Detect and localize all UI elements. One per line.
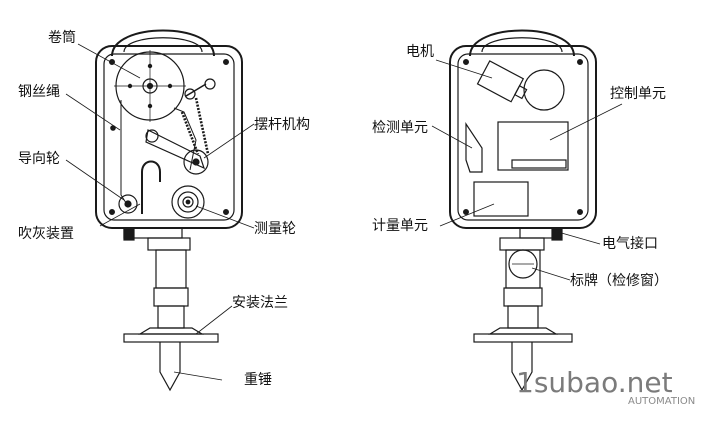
- leader-flange: [195, 305, 233, 335]
- right-screw: [463, 58, 470, 65]
- chain: [185, 83, 207, 97]
- lever-roller: [183, 149, 209, 175]
- leader-reel: [77, 43, 141, 79]
- label-weight: 重锤: [244, 372, 272, 388]
- right-flange-plate: [473, 333, 573, 343]
- right-handle: [469, 29, 575, 57]
- reel-hole: [167, 83, 173, 89]
- watermark-site: 1subao.net: [516, 366, 673, 399]
- weight: [159, 342, 181, 392]
- measuring-wheel-ring: [182, 196, 194, 208]
- leader-nameplate: [531, 267, 571, 281]
- label-mounting-flange: 安装法兰: [232, 295, 288, 311]
- leader-weight: [173, 371, 223, 381]
- wire-rope: [120, 100, 129, 207]
- right-screw: [463, 209, 470, 216]
- leader-dust-blower: [99, 203, 141, 227]
- left-connector-boss: [123, 227, 135, 241]
- lever-roller-hub: [192, 158, 200, 166]
- right-device: [449, 29, 597, 392]
- reel-hole: [147, 63, 153, 69]
- nameplate-window: [508, 249, 538, 279]
- guide-wheel-hub: [124, 200, 132, 208]
- leader-guide-wheel: [65, 159, 125, 201]
- right-screw: [576, 209, 583, 216]
- chain: [194, 97, 210, 155]
- measuring-wheel-hub: [185, 199, 191, 205]
- reel-hole: [147, 103, 153, 109]
- label-motor: 电机: [406, 44, 434, 60]
- swing-lever: [145, 129, 206, 170]
- left-handle-inner: [123, 37, 203, 53]
- leader-swing-lever: [203, 123, 255, 159]
- label-detection-unit: 检测单元: [372, 120, 428, 136]
- right-tube-lower: [507, 305, 539, 329]
- label-nameplate: 标牌（检修窗）: [570, 273, 668, 289]
- leader-detection-unit: [431, 125, 473, 149]
- watermark-sub: AUTOMATION: [628, 396, 696, 407]
- left-screw: [223, 58, 230, 65]
- leader-counting-unit: [439, 203, 495, 227]
- left-tube: [155, 249, 187, 289]
- sprocket: [184, 88, 196, 100]
- left-tube-ring: [153, 287, 189, 307]
- right-housing-outer: [449, 45, 597, 229]
- leader-electrical-interface: [557, 231, 601, 245]
- chain: [180, 111, 200, 155]
- right-connector-boss: [551, 227, 563, 241]
- hook-guide: [141, 160, 161, 214]
- right-housing-inner: [457, 53, 589, 221]
- leader-wire-rope: [65, 93, 121, 131]
- lever-pivot: [145, 129, 159, 143]
- right-flange-skirt: [487, 327, 559, 335]
- label-control-unit: 控制单元: [610, 86, 666, 102]
- right-weight: [511, 342, 533, 392]
- leader-motor: [435, 59, 493, 79]
- right-tube-ring: [503, 287, 543, 307]
- sprocket: [204, 78, 216, 90]
- measuring-wheel-ring: [177, 191, 199, 213]
- left-screw: [223, 209, 230, 216]
- left-handle: [111, 29, 215, 57]
- reel-hole: [127, 83, 133, 89]
- detection-unit-board: [465, 122, 483, 173]
- label-guide-wheel: 导向轮: [18, 151, 60, 167]
- leader-measuring-wheel: [195, 205, 255, 229]
- leader-control-unit: [549, 103, 623, 141]
- left-tube-lower: [157, 305, 185, 329]
- left-device: [95, 29, 243, 392]
- label-electrical-interface: 电气接口: [602, 236, 658, 252]
- label-dust-blower: 吹灰装置: [18, 226, 74, 242]
- label-swing-lever: 摆杆机构: [254, 117, 310, 133]
- left-screw: [108, 209, 115, 216]
- right-screw: [576, 58, 583, 65]
- left-flange-plate: [123, 333, 219, 343]
- reel-hub-pin: [146, 82, 154, 90]
- guide-wheel: [118, 194, 138, 214]
- wire-rope: [173, 107, 197, 171]
- motor-gear: [523, 69, 565, 111]
- control-unit-strip: [511, 159, 567, 169]
- label-counting-unit: 计量单元: [372, 218, 428, 234]
- right-neck: [499, 237, 545, 251]
- left-housing-inner: [103, 53, 235, 221]
- measuring-wheel: [171, 185, 205, 219]
- left-neck: [147, 237, 191, 251]
- right-handle-inner: [481, 37, 563, 53]
- label-measuring-wheel: 测量轮: [254, 221, 296, 237]
- label-reel: 卷筒: [48, 30, 76, 46]
- label-wire-rope: 钢丝绳: [18, 84, 60, 100]
- left-flange-skirt: [137, 327, 205, 335]
- leader-lines: [65, 43, 623, 381]
- control-unit-board: [497, 121, 569, 171]
- reel-hub: [142, 78, 158, 94]
- counting-unit-board: [473, 181, 529, 217]
